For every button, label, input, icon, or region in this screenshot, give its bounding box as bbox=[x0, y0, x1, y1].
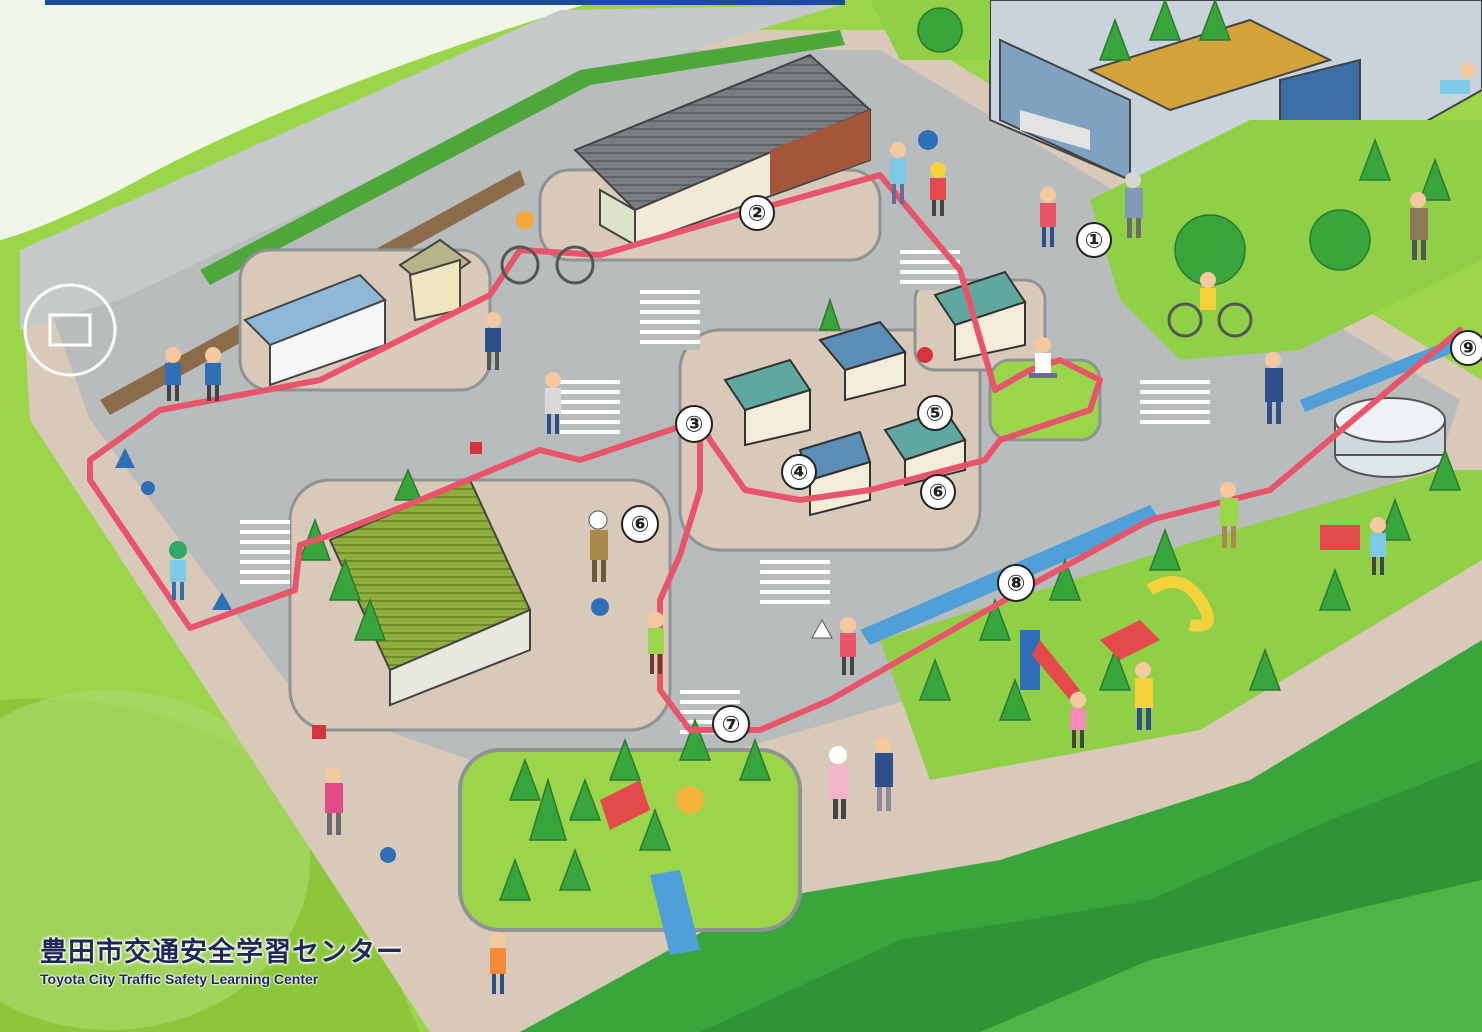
building-shed-blue bbox=[243, 238, 472, 387]
station-label: ③ bbox=[685, 413, 704, 438]
parking-lot bbox=[20, 5, 840, 377]
water-tank bbox=[1334, 397, 1446, 478]
station-label: ② bbox=[748, 202, 767, 227]
station-label: ⑧ bbox=[1007, 572, 1026, 597]
station-label: ⑥ bbox=[929, 481, 948, 506]
station-marker[interactable]: ⑥ bbox=[621, 505, 659, 543]
map-title-japanese: 豊田市交通安全学習センター bbox=[40, 937, 404, 968]
station-label: ⑨ bbox=[1459, 337, 1478, 362]
station-markers: ① ② ③ ④ ⑤ ⑥ ⑥ ⑦ bbox=[621, 195, 1482, 743]
building-garage bbox=[573, 53, 872, 247]
station-marker[interactable]: ⑧ bbox=[997, 564, 1035, 602]
station-marker[interactable]: ⑤ bbox=[917, 395, 953, 431]
station-label: ⑦ bbox=[722, 713, 741, 738]
trees bbox=[298, 0, 1462, 901]
playground-equipment bbox=[600, 525, 1360, 830]
station-marker[interactable]: ⑥ bbox=[920, 474, 956, 510]
station-marker[interactable]: ③ bbox=[675, 405, 713, 443]
station-label: ⑤ bbox=[926, 402, 945, 427]
map-title-english: Toyota City Traffic Safety Learning Cent… bbox=[40, 971, 319, 987]
traffic-signs bbox=[115, 130, 938, 863]
houses bbox=[723, 270, 1027, 517]
station-marker[interactable]: ④ bbox=[781, 454, 817, 490]
people bbox=[165, 62, 1476, 994]
top-banner-strip bbox=[45, 0, 845, 5]
station-marker[interactable]: ① bbox=[1076, 222, 1112, 258]
building-green-roof bbox=[328, 478, 532, 707]
map-title: 豊田市交通安全学習センター Toyota City Traffic Safety… bbox=[40, 930, 404, 987]
station-marker[interactable]: ⑨ bbox=[1450, 330, 1482, 366]
station-label: ⑥ bbox=[631, 513, 650, 538]
station-label: ④ bbox=[790, 461, 809, 486]
station-label: ① bbox=[1085, 229, 1104, 254]
station-marker[interactable]: ② bbox=[739, 195, 775, 231]
station-marker[interactable]: ⑦ bbox=[712, 705, 750, 743]
